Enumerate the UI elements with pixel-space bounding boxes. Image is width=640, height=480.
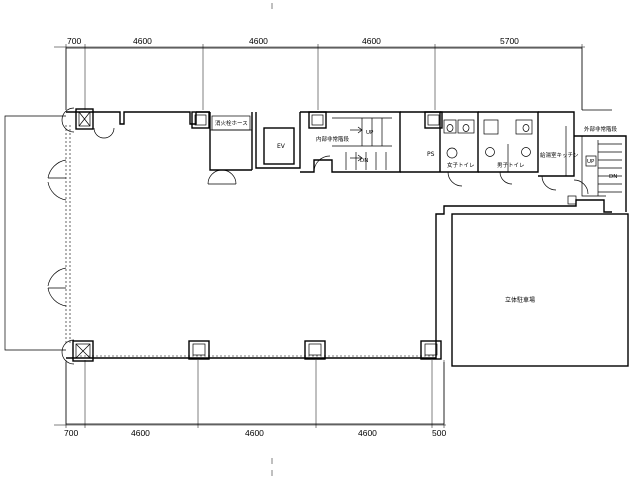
dim-bottom-5: 500: [432, 428, 446, 438]
ps-label: PS: [427, 151, 435, 158]
office-top-door: [93, 127, 115, 139]
columns-bottom: [188, 340, 442, 360]
mens-toilet-label: 男子トイレ: [497, 162, 525, 169]
elevator-label: EV: [277, 143, 286, 150]
mens-toilet: [478, 111, 539, 185]
external-stair-label: 外部非常階段: [584, 125, 618, 133]
office-area: [65, 111, 612, 359]
internal-stair-dn: DN: [360, 158, 368, 164]
column-top-left: [61, 107, 94, 133]
dim-top-1: 700: [67, 36, 81, 46]
dim-bottom-4: 4600: [358, 428, 377, 438]
left-side-doors: [47, 159, 67, 307]
dim-top-4: 4600: [362, 36, 381, 46]
kitchenette: [538, 111, 575, 191]
dim-bottom-2: 4600: [131, 428, 150, 438]
fire-hydrant-label: 消火栓ホース: [215, 119, 248, 127]
internal-stair-label: 内部非常階段: [316, 135, 350, 143]
column-bottom-left: [61, 339, 94, 365]
external-stair-dn: DN: [609, 174, 617, 180]
external-stair-up: UP: [587, 159, 595, 165]
bottom-dimension-line: 700 4600 4600 4600 500: [54, 360, 446, 438]
dim-bottom-3: 4600: [245, 428, 264, 438]
kitchenette-label: 給湯室キッチン: [540, 151, 579, 159]
external-stair: [567, 135, 627, 212]
left-bay-outline: [4, 115, 66, 351]
internal-stair-up: UP: [366, 130, 374, 136]
top-dimension-line: 700 4600 4600 4600 5700: [54, 36, 585, 110]
parking-label: 立体駐車場: [505, 296, 535, 304]
internal-stair: [300, 111, 401, 173]
core-block: [207, 112, 301, 185]
dim-top-2: 4600: [133, 36, 152, 46]
pipe-shaft: [400, 111, 441, 173]
lower-balcony-outline: [65, 362, 445, 425]
dim-top-3: 4600: [249, 36, 268, 46]
dim-bottom-1: 700: [64, 428, 78, 438]
parking-structure: [451, 213, 629, 367]
dim-top-5: 5700: [500, 36, 519, 46]
womens-toilet-label: 女子トイレ: [447, 161, 475, 169]
upper-balcony-outline: [65, 47, 612, 111]
womens-toilet: [440, 111, 479, 187]
